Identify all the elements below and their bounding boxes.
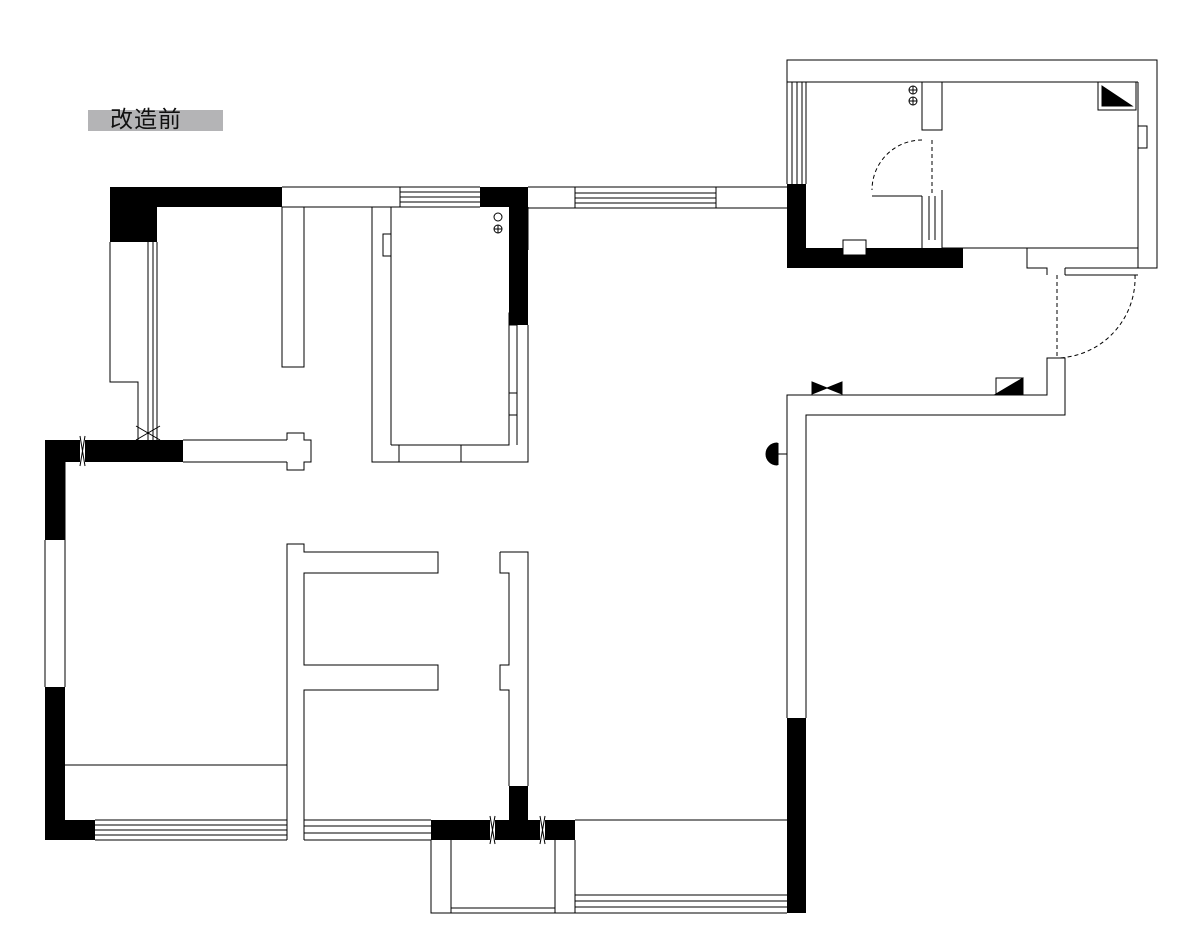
wall-block [480, 187, 528, 207]
wall-block [45, 440, 65, 540]
structural-walls [45, 184, 963, 913]
wall-block [509, 207, 528, 325]
fixtures [493, 81, 1148, 466]
socket-icon [493, 212, 503, 234]
door-swing-icon [871, 139, 1136, 359]
wall-block [85, 440, 183, 462]
wall-block [45, 687, 65, 840]
wall-block [431, 820, 490, 840]
socket-icon [908, 85, 918, 106]
outlet-box [842, 239, 867, 256]
wall-block [65, 820, 95, 840]
partition-walls [44, 59, 1158, 914]
wall-block [495, 820, 540, 840]
wall-block [787, 184, 806, 268]
wall-light-icon [765, 442, 787, 466]
opening-ticks [79, 425, 546, 845]
outlet-box [1137, 125, 1148, 149]
floor-drain-icon [994, 377, 1024, 395]
gas-meter-icon [1097, 81, 1137, 111]
wall-block [545, 820, 575, 840]
title-label: 改造前 [88, 109, 223, 132]
wall-block [65, 440, 80, 462]
wall-block [787, 718, 806, 913]
wall-block [157, 187, 282, 207]
wall-block [509, 786, 528, 820]
valve-icon [811, 381, 843, 395]
wall-block [110, 187, 157, 242]
wall-block [806, 248, 963, 268]
